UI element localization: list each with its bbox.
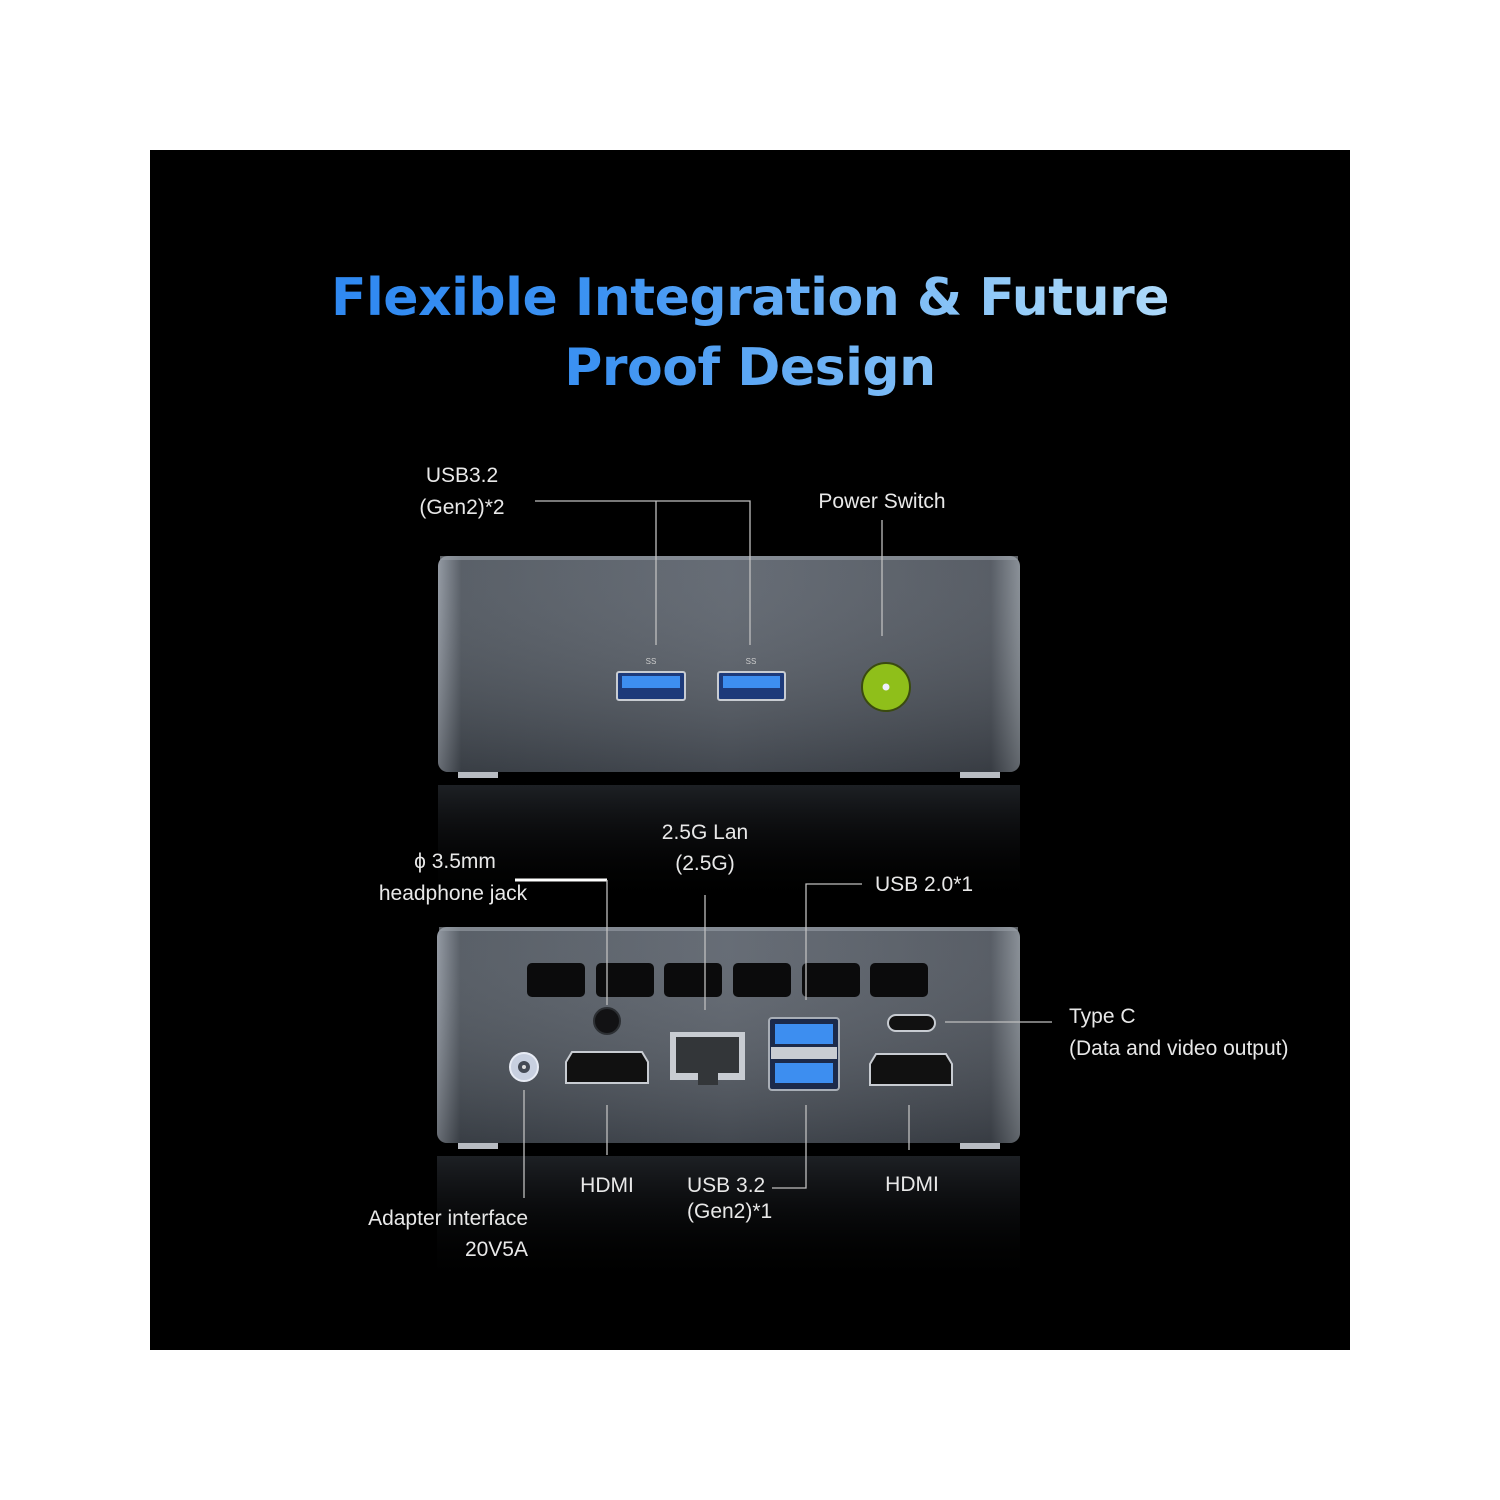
adapter-label-line2: 20V5A [465, 1238, 528, 1261]
hdmi-port-left [565, 1051, 649, 1084]
lan-label-line2: (2.5G) [675, 852, 735, 875]
rear-device [437, 927, 1020, 1286]
usb3-port-front-1: SS [616, 657, 686, 701]
adapter-label-line1: Adapter interface [368, 1207, 528, 1230]
usb32-rear-label-line1: USB 3.2 [687, 1174, 765, 1197]
dc-jack-icon [509, 1052, 539, 1082]
lan-label-line1: 2.5G Lan [662, 821, 748, 844]
usb3-port-stack [768, 1017, 840, 1091]
usb32-front-label-line1: USB3.2 [426, 464, 498, 487]
rear-leader-lines [515, 878, 1052, 1198]
usb32-rear-label-line2: (Gen2)*1 [687, 1200, 772, 1223]
heading-line-2: Proof Design [0, 338, 1500, 398]
hdmi-right-label: HDMI [885, 1173, 939, 1196]
headphone-label-line2: headphone jack [379, 882, 528, 905]
usb3-port-front-2: SS [717, 657, 786, 701]
lan-port [670, 1032, 745, 1085]
hdmi-left-label: HDMI [580, 1174, 634, 1197]
superspeed-mark: SS [646, 657, 657, 666]
power-switch-label: Power Switch [818, 490, 945, 513]
typec-label-line2: (Data and video output) [1069, 1037, 1288, 1060]
usb2-label: USB 2.0*1 [875, 873, 973, 896]
type-c-port [887, 1014, 936, 1032]
front-device: SS SS [438, 556, 1020, 905]
heading-line-1: Flexible Integration & Future [0, 268, 1500, 328]
vent-slots [527, 963, 928, 997]
front-leader-lines [535, 500, 883, 645]
hdmi-port-right [869, 1053, 953, 1086]
superspeed-mark: SS [746, 657, 757, 666]
power-button-icon [861, 662, 911, 712]
usb32-front-label-line2: (Gen2)*2 [419, 496, 504, 519]
typec-label-line1: Type C [1069, 1005, 1136, 1028]
headphone-label-line1: ϕ 3.5mm [414, 850, 496, 873]
audio-jack-icon [593, 1007, 621, 1035]
